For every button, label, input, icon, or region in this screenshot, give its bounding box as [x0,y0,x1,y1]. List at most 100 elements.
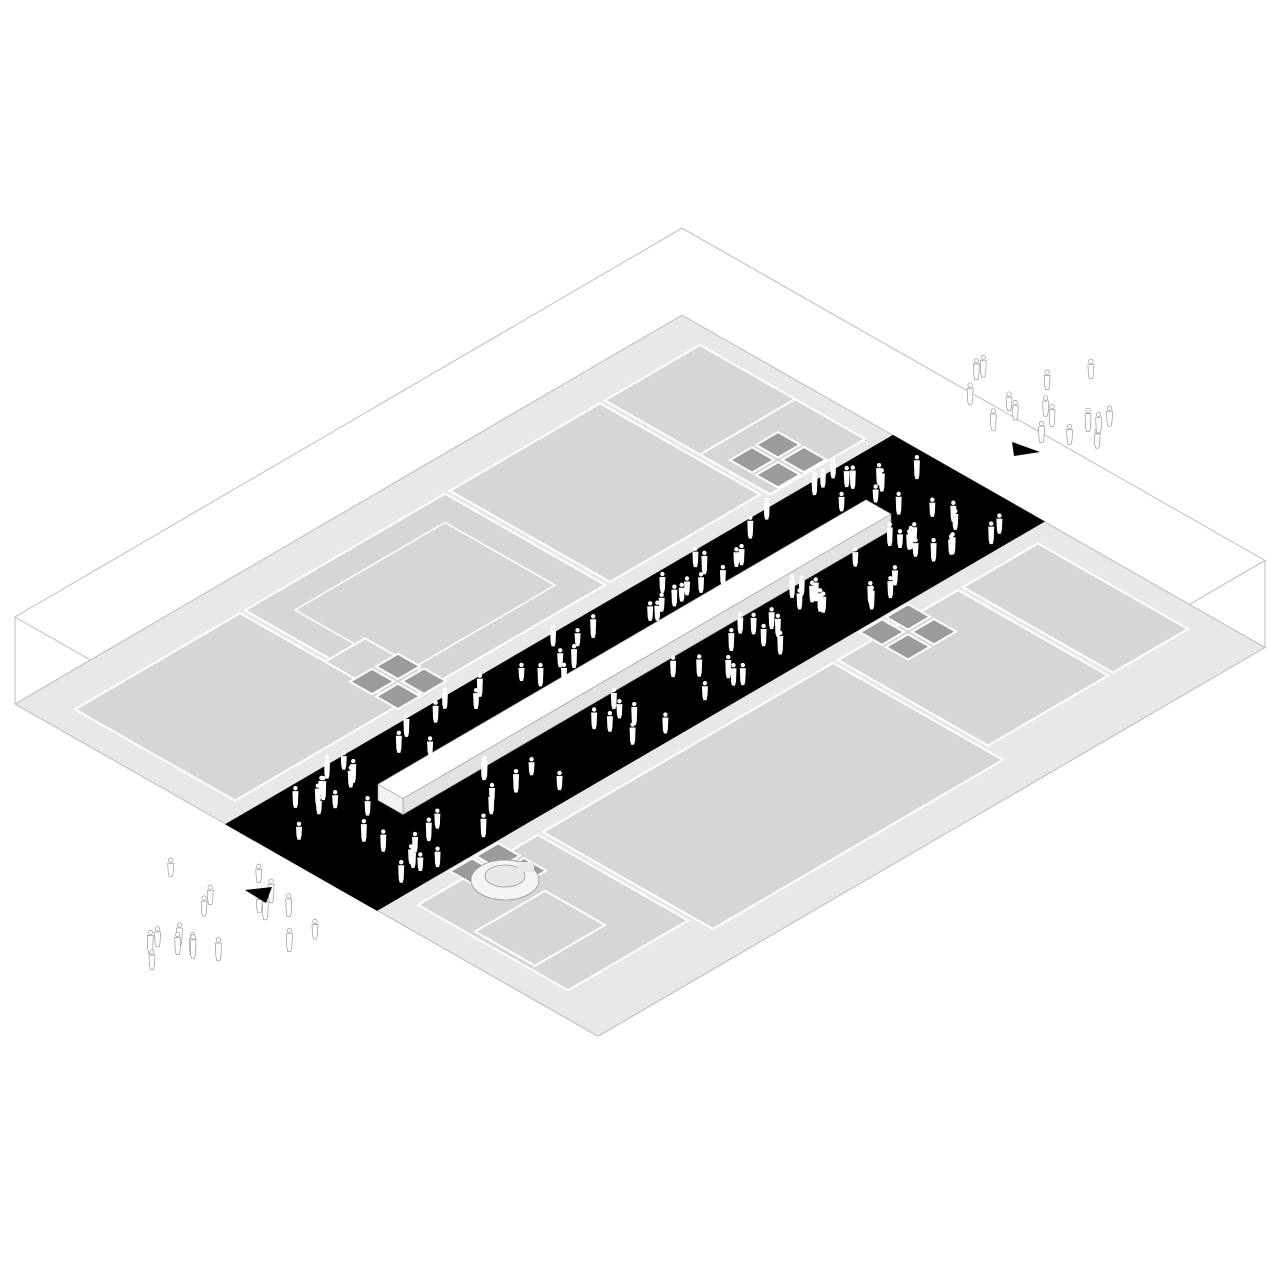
person-head [817,588,823,593]
person-figure [480,757,487,781]
service-core-cell [374,682,422,711]
person-figure [561,662,568,683]
person-body [518,667,525,682]
person-head [693,546,698,551]
person-body [1048,409,1056,427]
person-body [747,520,754,539]
person-body [591,712,598,730]
person-body [913,460,920,480]
person-head [319,775,324,781]
person-figure [738,543,745,566]
person-body [750,617,757,635]
person-figure [950,500,957,523]
person-body [360,824,367,842]
person-body [311,924,319,940]
person-body [738,549,745,566]
person-head [821,591,826,596]
person-figure [480,813,487,838]
person-figure [616,698,623,719]
person-figure [518,662,525,682]
person-body [557,653,564,668]
person-head [1049,404,1055,410]
person-body [696,659,703,677]
person-head [769,607,774,612]
person-head [702,681,708,686]
person-figure [1095,412,1102,434]
person-figure [432,700,439,723]
person-head [1044,369,1050,375]
person-figure [441,687,448,709]
person-figure [550,624,557,647]
person-head [571,643,577,649]
person-body [417,857,424,871]
person-figure [425,817,432,842]
person-figure [1087,358,1095,380]
person-head [751,612,756,618]
person-head [739,543,744,549]
person-body [662,717,669,734]
hall-large [541,661,1005,931]
person-figure [671,584,678,607]
person-figure [215,937,222,962]
person-head [399,859,404,865]
person-head [684,576,690,581]
person-figure [513,768,520,793]
person-figure [830,458,837,479]
service-core-cell [910,617,958,646]
person-figure [557,648,564,668]
person-figure [989,408,997,431]
person-figure [174,932,182,955]
person-body [988,526,995,545]
person-body [441,692,448,709]
person-body [488,796,495,815]
person-figure [774,613,781,637]
person-body [843,471,850,488]
person-figure [701,550,708,575]
person-body [255,868,263,883]
person-figure [728,627,735,651]
person-body [528,762,535,776]
person-body [701,555,708,575]
person-head [296,821,302,826]
person-figure [1042,395,1049,417]
person-body [737,617,744,634]
person-figure [696,654,703,677]
person-figure [966,382,974,406]
service-core-cell [780,445,828,474]
person-head [1038,420,1044,426]
person-head [489,791,494,797]
person-body [286,933,293,952]
person-figure [843,465,850,488]
person-figure [913,454,920,480]
service-core-cell [858,618,906,646]
person-head [381,829,386,834]
person-head [647,601,653,606]
person-head [912,522,917,527]
person-head [764,497,769,503]
person-body [733,552,740,568]
person-head [892,565,898,570]
person-head [591,707,597,712]
person-head [702,550,707,556]
person-figure [739,662,746,686]
person-head [312,918,318,924]
person-head [215,937,221,943]
service-core-cell [754,460,802,489]
person-body [966,387,974,406]
person-figure [1048,404,1056,427]
person-figure [670,655,677,678]
person-body [670,660,677,678]
person-head [896,491,901,496]
person-figure [285,893,293,917]
person-head [341,750,346,756]
person-body [719,570,726,586]
person-figure [849,465,856,489]
person-body [820,596,827,613]
person-head [561,662,567,668]
entrance-arrows [245,442,1040,903]
person-body [1106,410,1113,427]
person-body [537,668,544,687]
person-figure [698,572,705,593]
person-figure [692,546,699,568]
person-body [350,764,357,783]
